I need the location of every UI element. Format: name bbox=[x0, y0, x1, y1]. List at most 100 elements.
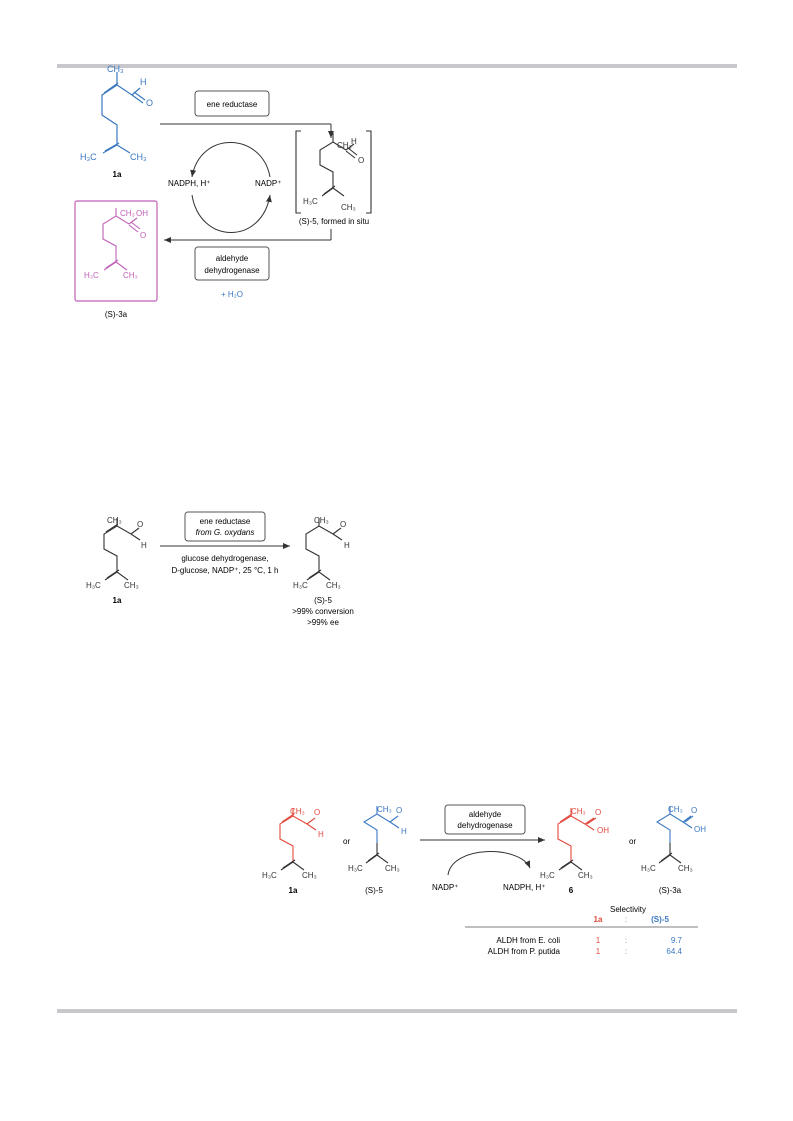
aldh-label-line1: aldehyde bbox=[469, 810, 502, 819]
ch3-label: CH₃ bbox=[678, 864, 693, 873]
h3c-label: H₃C bbox=[303, 197, 318, 206]
intermediate-label: (S)-5, formed in situ bbox=[299, 217, 369, 226]
o-label: O bbox=[140, 231, 146, 240]
ene-reductase-label: ene reductase bbox=[207, 100, 258, 109]
oh-label: OH bbox=[136, 209, 148, 218]
product-label-s3a: (S)-3a bbox=[105, 310, 128, 319]
top-rule bbox=[57, 64, 737, 68]
ch3-label: CH₃ bbox=[578, 871, 593, 880]
selectivity-col-1a: 1a bbox=[594, 915, 603, 924]
h-label: H bbox=[141, 541, 147, 550]
ch3-label: CH₃ bbox=[668, 805, 683, 814]
o-label: O bbox=[396, 806, 402, 815]
cofactor-arc-bottom bbox=[191, 194, 272, 233]
o-label: O bbox=[595, 808, 601, 817]
structure-s5-intermediate bbox=[295, 130, 372, 214]
selectivity-title: Selectivity bbox=[610, 905, 646, 914]
structure-6 bbox=[557, 808, 597, 862]
h3c-label: H₃C bbox=[84, 271, 99, 280]
compound-label-6: 6 bbox=[569, 886, 574, 895]
o-label: O bbox=[146, 98, 153, 108]
structure-1a bbox=[101, 72, 146, 154]
o-label: O bbox=[137, 520, 143, 529]
selectivity-row-label: ALDH from P. putida bbox=[488, 947, 561, 956]
compound-label-1a: 1a bbox=[289, 886, 298, 895]
ch3-label: CH₃ bbox=[302, 871, 317, 880]
structure-1a-scheme3 bbox=[279, 808, 317, 862]
selectivity-row-label: ALDH from E. coli bbox=[496, 936, 560, 945]
h3c-label: H₃C bbox=[262, 871, 277, 880]
ch3-label: CH₃ bbox=[107, 516, 122, 525]
h3c-label: H₃C bbox=[540, 871, 555, 880]
nadph-label: NADPH, H⁺ bbox=[503, 883, 545, 892]
h3c-label: H₃C bbox=[86, 581, 101, 590]
o-label: O bbox=[340, 520, 346, 529]
conditions-line1: glucose dehydrogenase, bbox=[181, 554, 268, 563]
conditions-line2: D-glucose, NADP⁺, 25 °C, 1 h bbox=[171, 566, 278, 575]
structure-s5-scheme3 bbox=[362, 806, 400, 843]
nadp-label: NADP⁺ bbox=[432, 883, 458, 892]
ch3-label: CH₃ bbox=[326, 581, 341, 590]
o-label: O bbox=[691, 806, 697, 815]
conversion-label: >99% conversion bbox=[292, 607, 354, 616]
ch3-label: CH₃ bbox=[377, 805, 392, 814]
ch3-label: CH₃ bbox=[385, 864, 400, 873]
water-label: + H₂O bbox=[221, 290, 243, 299]
ch3-label: CH₃ bbox=[120, 209, 135, 218]
h3c-label: H₃C bbox=[293, 581, 308, 590]
nadph-label: NADPH, H⁺ bbox=[168, 179, 210, 188]
ene-reductase-box bbox=[184, 511, 266, 542]
scheme-2-ene-reduction: CH₃ O H H₃C CH₃ 1a ene reductase from G.… bbox=[86, 511, 354, 627]
aldh-label-line2: dehydrogenase bbox=[457, 821, 513, 830]
ch3-label: CH₃ bbox=[314, 516, 329, 525]
h3c-label: H₃C bbox=[641, 864, 656, 873]
aldh-label-line1: aldehyde bbox=[216, 254, 249, 263]
h-label: H bbox=[401, 827, 407, 836]
ch3-label: CH₃ bbox=[337, 141, 352, 150]
ch3-label: CH₃ bbox=[290, 807, 305, 816]
selectivity-row-value-a: 1 bbox=[596, 936, 601, 945]
ene-reductase-box bbox=[194, 90, 270, 117]
structure-1a-scheme2 bbox=[103, 518, 141, 581]
cofactor-arc bbox=[447, 851, 531, 876]
or-label-1: or bbox=[343, 837, 350, 846]
selectivity-col-s5: (S)-5 bbox=[651, 915, 669, 924]
aldh-label-line2: dehydrogenase bbox=[204, 266, 260, 275]
oh-label: OH bbox=[597, 826, 609, 835]
h-label: H bbox=[318, 830, 324, 839]
ee-label: >99% ee bbox=[307, 618, 339, 627]
h-label: H bbox=[344, 541, 350, 550]
selectivity-colon: : bbox=[625, 936, 627, 945]
ch3-label: CH₃ bbox=[107, 64, 124, 74]
h3c-label: H₃C bbox=[80, 152, 97, 162]
ch3-label: CH₃ bbox=[123, 271, 138, 280]
compound-label-1a: 1a bbox=[113, 596, 122, 605]
scheme-1-cascade: CH₃ H O H₃C CH₃ 1a ene reductase NADPH, … bbox=[74, 64, 372, 319]
o-label: O bbox=[358, 156, 364, 165]
ch3-label: CH₃ bbox=[341, 203, 356, 212]
ch3-label: CH₃ bbox=[124, 581, 139, 590]
product-highlight-box bbox=[74, 200, 158, 302]
oh-label: OH bbox=[694, 825, 706, 834]
selectivity-colon: : bbox=[625, 915, 627, 924]
h-label: H bbox=[351, 137, 357, 146]
selectivity-colon: : bbox=[625, 947, 627, 956]
structure-s3a-scheme3 bbox=[655, 806, 694, 843]
ch3-label: CH₃ bbox=[130, 152, 147, 162]
o-label: O bbox=[314, 808, 320, 817]
aldh-box bbox=[194, 246, 270, 281]
scheme-3-aldh-selectivity: CH₃ O H H₃C CH₃ 1a or CH₃ O H H₃C CH₃ (S… bbox=[262, 804, 706, 956]
compound-label-s3a: (S)-3a bbox=[659, 886, 682, 895]
selectivity-row-value-b: 64.4 bbox=[666, 947, 682, 956]
enzyme-label-line2: from G. oxydans bbox=[196, 528, 255, 537]
structure-s3a bbox=[102, 208, 141, 271]
structure-s5-scheme2 bbox=[305, 518, 343, 581]
product-label-s5: (S)-5 bbox=[314, 596, 332, 605]
or-label-2: or bbox=[629, 837, 636, 846]
enzyme-label-line1: ene reductase bbox=[200, 517, 251, 526]
h-label: H bbox=[140, 77, 147, 87]
h3c-label: H₃C bbox=[348, 864, 363, 873]
compound-label-1a: 1a bbox=[113, 170, 122, 179]
cofactor-arc-top bbox=[190, 142, 271, 178]
selectivity-row-value-a: 1 bbox=[596, 947, 601, 956]
